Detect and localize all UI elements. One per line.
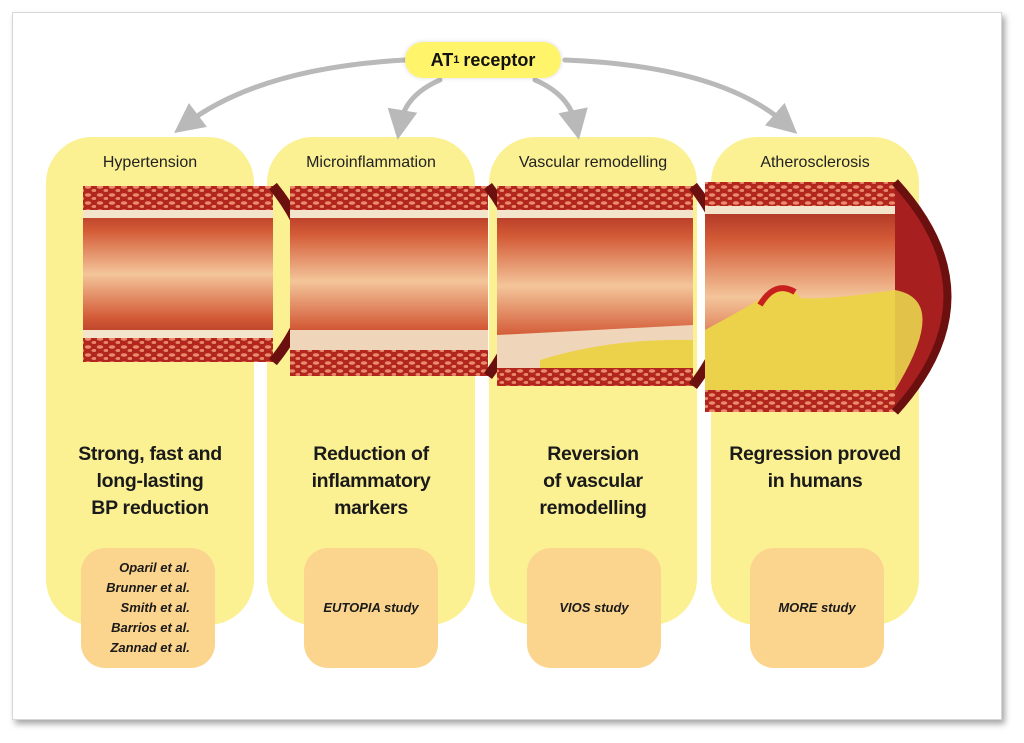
receptor-subscript: 1 xyxy=(453,54,460,66)
studies-atherosclerosis: MORE study xyxy=(750,548,884,668)
effect-line: BP reduction xyxy=(91,497,209,519)
study-reference: EUTOPIA study xyxy=(323,600,419,615)
effect-hypertension: Strong, fast and long-lasting BP reducti… xyxy=(46,441,254,522)
effect-line: Reversion xyxy=(547,443,639,465)
studies-microinflammation: EUTOPIA study xyxy=(304,548,438,668)
vessel-segment-atherosclerosis xyxy=(705,179,952,415)
label-atherosclerosis: Atherosclerosis xyxy=(760,154,870,171)
effect-line: markers xyxy=(334,497,408,519)
vessel-segment-vascular-remodelling xyxy=(497,182,737,390)
label-vascular-remodelling: Vascular remodelling xyxy=(518,154,668,171)
effect-vascular-remodelling: Reversion of vascular remodelling xyxy=(489,441,697,522)
arrow-to-vascular-remodelling xyxy=(532,77,588,140)
effect-microinflammation: Reduction of inflammatory markers xyxy=(267,441,475,522)
effect-line: long-lasting xyxy=(96,470,204,492)
label-hypertension: Hypertension xyxy=(102,154,198,171)
effect-line: Reduction of xyxy=(313,443,429,465)
study-reference: Brunner et al. xyxy=(106,580,190,595)
study-reference: Barrios et al. xyxy=(111,620,190,635)
study-reference: VIOS study xyxy=(559,600,629,615)
effect-line: Strong, fast and xyxy=(78,443,222,465)
arrow-to-hypertension xyxy=(174,57,408,134)
arrow-to-atherosclerosis xyxy=(562,57,798,134)
effect-line: in humans xyxy=(767,470,863,492)
effect-line: of vascular xyxy=(543,470,643,492)
study-reference: Oparil et al. xyxy=(119,560,190,575)
study-reference: Zannad et al. xyxy=(110,640,190,655)
effect-line: remodelling xyxy=(539,497,647,519)
receptor-main: AT xyxy=(430,49,454,70)
effect-line: inflammatory xyxy=(311,470,431,492)
study-reference: Smith et al. xyxy=(120,600,190,615)
studies-hypertension: Oparil et al. Brunner et al. Smith et al… xyxy=(81,548,215,668)
effect-line: Regression proved xyxy=(729,443,901,465)
arrows xyxy=(174,57,798,140)
vessel-segment-microinflammation xyxy=(290,182,529,379)
label-microinflammation: Microinflammation xyxy=(306,154,436,171)
arrow-to-microinflammation xyxy=(387,77,443,140)
studies-vascular-remodelling: VIOS study xyxy=(527,548,661,668)
study-reference: MORE study xyxy=(778,600,856,615)
vessel-segment-hypertension xyxy=(83,182,314,366)
effect-atherosclerosis: Regression proved in humans xyxy=(711,441,919,495)
receptor-rest: receptor xyxy=(463,49,536,70)
